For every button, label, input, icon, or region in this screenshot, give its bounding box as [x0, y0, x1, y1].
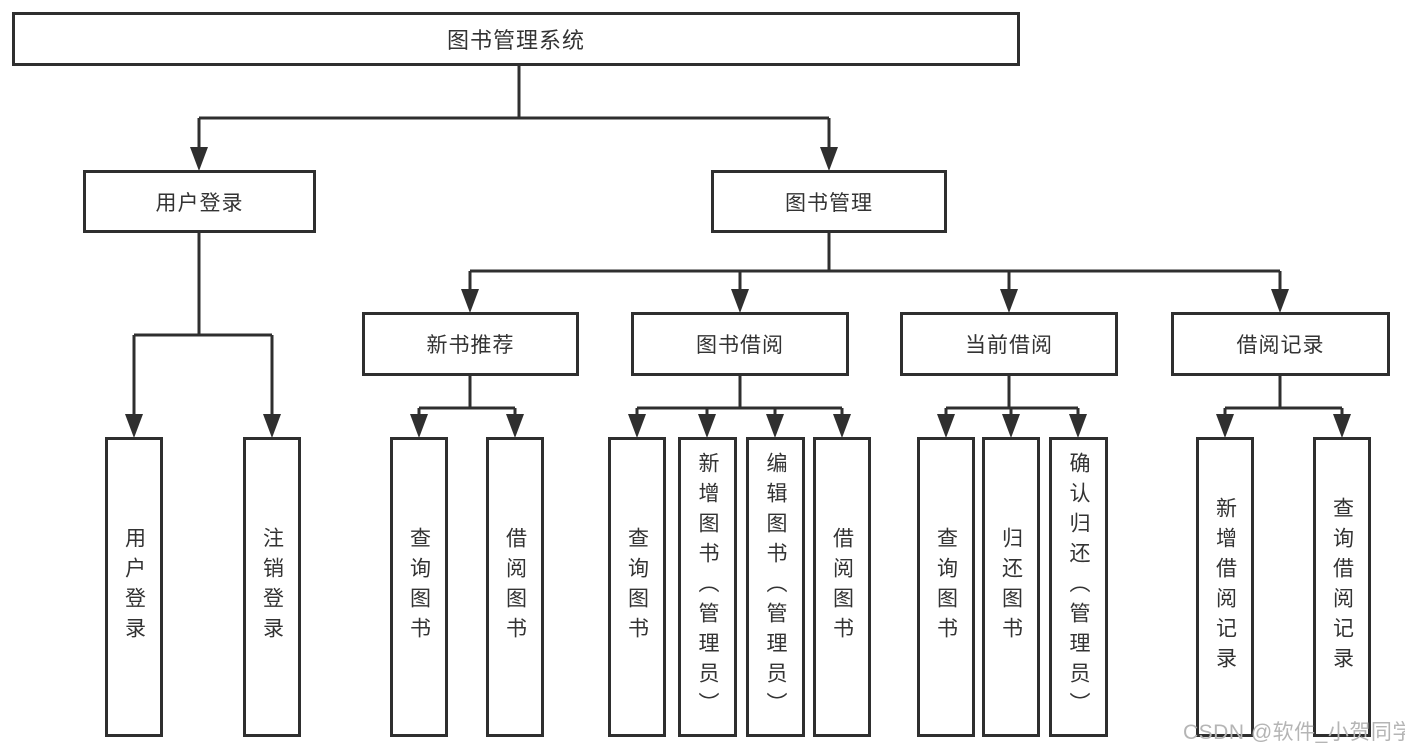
leaf-edit-book-admin: 编辑图书（管理员） [746, 437, 805, 737]
node-user-login-label: 用户登录 [155, 191, 244, 215]
arrowhead-icons [125, 147, 1351, 438]
leaf-borrow-books-recommend-label: 借阅图书 [503, 527, 527, 647]
arrowhead-icon [190, 147, 208, 171]
leaf-query-books-recommend: 查询图书 [390, 437, 448, 737]
leaf-borrow-books-recommend: 借阅图书 [486, 437, 544, 737]
node-new-book-recommend: 新书推荐 [362, 312, 579, 376]
leaf-return-book: 归还图书 [982, 437, 1040, 737]
leaf-query-borrow-record: 查询借阅记录 [1313, 437, 1371, 737]
leaf-add-borrow-record: 新增借阅记录 [1196, 437, 1254, 737]
arrowhead-icon [1333, 414, 1351, 438]
leaf-borrow-books-borrow: 借阅图书 [813, 437, 871, 737]
leaf-borrow-books-borrow-label: 借阅图书 [830, 527, 854, 647]
arrowhead-icon [628, 414, 646, 438]
arrowhead-icon [506, 414, 524, 438]
leaf-user-login-label: 用户登录 [122, 527, 146, 647]
arrowhead-icon [1216, 414, 1234, 438]
leaf-query-books-borrow: 查询图书 [608, 437, 666, 737]
leaf-query-books-current: 查询图书 [917, 437, 975, 737]
leaf-edit-book-admin-label: 编辑图书（管理员） [764, 452, 787, 722]
arrowhead-icon [937, 414, 955, 438]
leaf-add-borrow-record-label: 新增借阅记录 [1213, 497, 1237, 677]
node-book-borrow: 图书借阅 [631, 312, 849, 376]
leaf-query-books-recommend-label: 查询图书 [407, 527, 431, 647]
node-root-label: 图书管理系统 [446, 28, 585, 53]
arrowhead-icon [125, 414, 143, 438]
node-new-book-recommend-label: 新书推荐 [426, 334, 515, 357]
node-root: 图书管理系统 [12, 12, 1020, 66]
leaf-add-book-admin-label: 新增图书（管理员） [696, 452, 719, 722]
arrowhead-icon [766, 414, 784, 438]
node-user-login: 用户登录 [83, 170, 316, 233]
leaf-logout: 注销登录 [243, 437, 301, 737]
node-current-borrow: 当前借阅 [900, 312, 1118, 376]
arrowhead-icon [833, 414, 851, 438]
arrowhead-icon [1000, 289, 1018, 313]
leaf-logout-label: 注销登录 [260, 527, 284, 647]
arrowhead-icon [1002, 414, 1020, 438]
csdn-watermark: CSDN @软件_小贺同学 [1183, 721, 1405, 744]
leaf-user-login: 用户登录 [105, 437, 163, 737]
leaf-confirm-return-admin: 确认归还（管理员） [1049, 437, 1108, 737]
arrowhead-icon [1271, 289, 1289, 313]
arrowhead-icon [461, 289, 479, 313]
leaf-add-book-admin: 新增图书（管理员） [678, 437, 737, 737]
leaf-confirm-return-admin-label: 确认归还（管理员） [1067, 452, 1090, 722]
arrowhead-icon [410, 414, 428, 438]
node-book-management: 图书管理 [711, 170, 947, 233]
node-borrow-record: 借阅记录 [1171, 312, 1390, 376]
node-borrow-record-label: 借阅记录 [1236, 334, 1325, 357]
leaf-return-book-label: 归还图书 [999, 527, 1023, 647]
node-book-management-label: 图书管理 [785, 191, 873, 215]
leaf-query-books-borrow-label: 查询图书 [625, 527, 649, 647]
arrowhead-icon [731, 289, 749, 313]
arrowhead-icon [263, 414, 281, 438]
node-book-borrow-label: 图书借阅 [696, 334, 784, 357]
arrowhead-icon [1069, 414, 1087, 438]
arrowhead-icon [698, 414, 716, 438]
leaf-query-borrow-record-label: 查询借阅记录 [1330, 497, 1354, 677]
leaf-query-books-current-label: 查询图书 [934, 527, 958, 647]
node-current-borrow-label: 当前借阅 [965, 334, 1053, 357]
arrowhead-icon [820, 147, 838, 171]
